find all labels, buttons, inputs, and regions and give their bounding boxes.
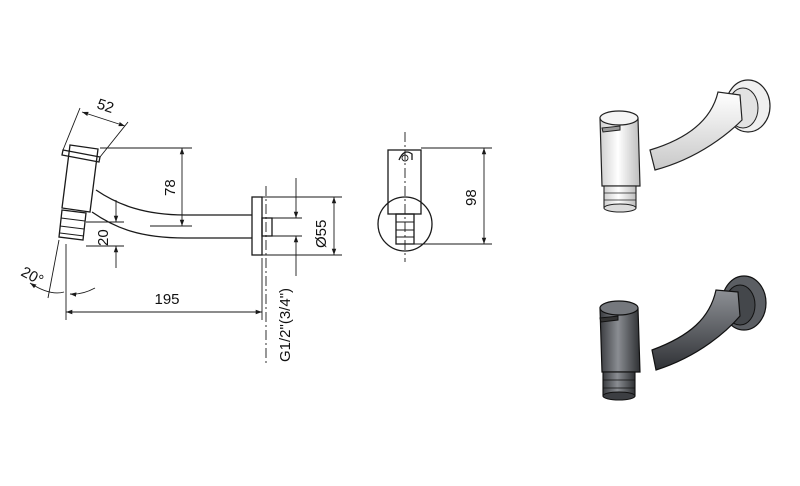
dim-55-label: Ø55: [313, 220, 330, 248]
dim-angle: 20°: [18, 239, 96, 300]
dim-20: 20: [86, 200, 124, 268]
dim-98-label: 98: [463, 189, 480, 206]
tap-body: [58, 144, 101, 241]
dim-20-label: 20: [95, 229, 112, 246]
dim-angle-label: 20°: [18, 264, 46, 290]
dim-78: 78: [100, 147, 192, 227]
dim-thread: G1/2"(3/4"): [272, 178, 302, 362]
front-flange: [377, 196, 433, 252]
render-dark: [599, 275, 767, 401]
front-nozzle: [395, 213, 415, 245]
dim-thread-label: G1/2"(3/4"): [277, 288, 294, 362]
dim-195-label: 195: [154, 291, 179, 308]
dim-55: Ø55: [262, 196, 342, 256]
dim-78-label: 78: [162, 179, 179, 196]
dim-52: 52: [62, 96, 129, 158]
front-tap-body: [387, 149, 422, 215]
dim-98: 98: [414, 147, 492, 245]
dim-52-label: 52: [95, 96, 116, 117]
dim-195: 195: [65, 258, 263, 320]
wall-flange: [251, 186, 273, 365]
front-view: 98: [377, 132, 492, 262]
render-chrome: [599, 79, 771, 213]
side-view: 52 78 20 20° 1: [18, 96, 342, 365]
